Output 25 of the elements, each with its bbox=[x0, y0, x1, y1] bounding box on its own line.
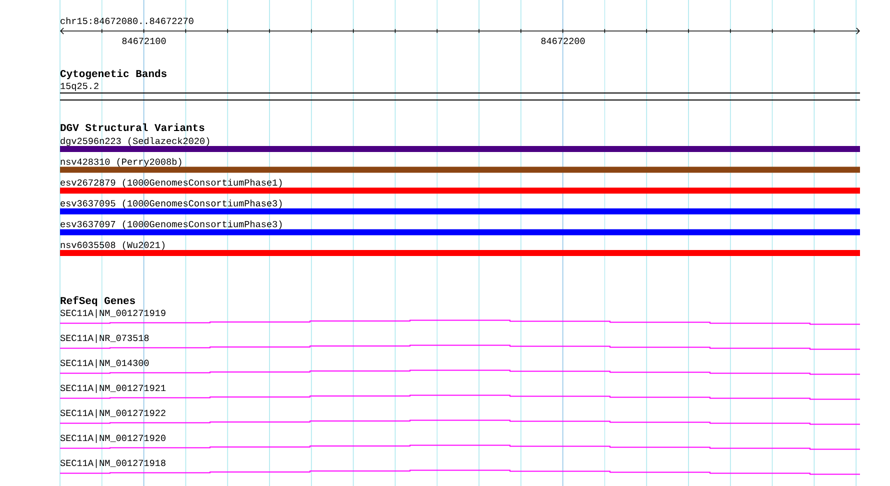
variant-bar: esv3637097 (1000GenomesConsortiumPhase3) bbox=[60, 220, 860, 236]
variant-bar: esv2672879 (1000GenomesConsortiumPhase1) bbox=[60, 178, 860, 194]
node-label: nsv6035508 (Wu2021) bbox=[60, 241, 164, 250]
tick-label: 84672200 bbox=[541, 38, 585, 44]
variant-bar: dgv2596n223 (Sedlazeck2020) bbox=[60, 137, 860, 152]
gene-model: SEC11A|NR_073518 bbox=[60, 334, 860, 350]
gene-model: SEC11A|NM_014300 bbox=[60, 359, 860, 375]
variant-bar: esv3637095 (1000GenomesConsortiumPhase3) bbox=[60, 200, 860, 214]
node-label: esv3637097 (1000GenomesConsortiumPhase3) bbox=[60, 220, 282, 230]
gene-model: SEC11A|NM_001271921 bbox=[60, 384, 860, 400]
node-label: nsv428310 (Perry2008b) bbox=[60, 158, 182, 167]
track-title: DGV Structural Variants bbox=[60, 123, 204, 132]
variant-bar: nsv428310 (Perry2008b) bbox=[60, 158, 860, 173]
gene-model: SEC11A|NM_001271920 bbox=[60, 434, 860, 450]
variant-bar: nsv6035508 (Wu2021) bbox=[60, 241, 860, 256]
gene-model: SEC11A|NM_001271919 bbox=[60, 309, 860, 325]
cytoband: 15q25.2 bbox=[60, 82, 860, 100]
gene-model: SEC11A|NM_001271922 bbox=[60, 409, 860, 425]
gene-model: SEC11A|NM_001271918 bbox=[60, 459, 860, 475]
track-title: RefSeq Genes bbox=[60, 296, 135, 306]
node-label: dgv2596n223 (Sedlazeck2020) bbox=[60, 137, 210, 146]
ruler-label: chr15:84672080..84672270 bbox=[60, 17, 194, 24]
node-label: esv3637095 (1000GenomesConsortiumPhase3) bbox=[60, 200, 282, 208]
node-label: esv2672879 (1000GenomesConsortiumPhase1) bbox=[60, 178, 282, 188]
tick-label: 84672100 bbox=[122, 38, 166, 44]
